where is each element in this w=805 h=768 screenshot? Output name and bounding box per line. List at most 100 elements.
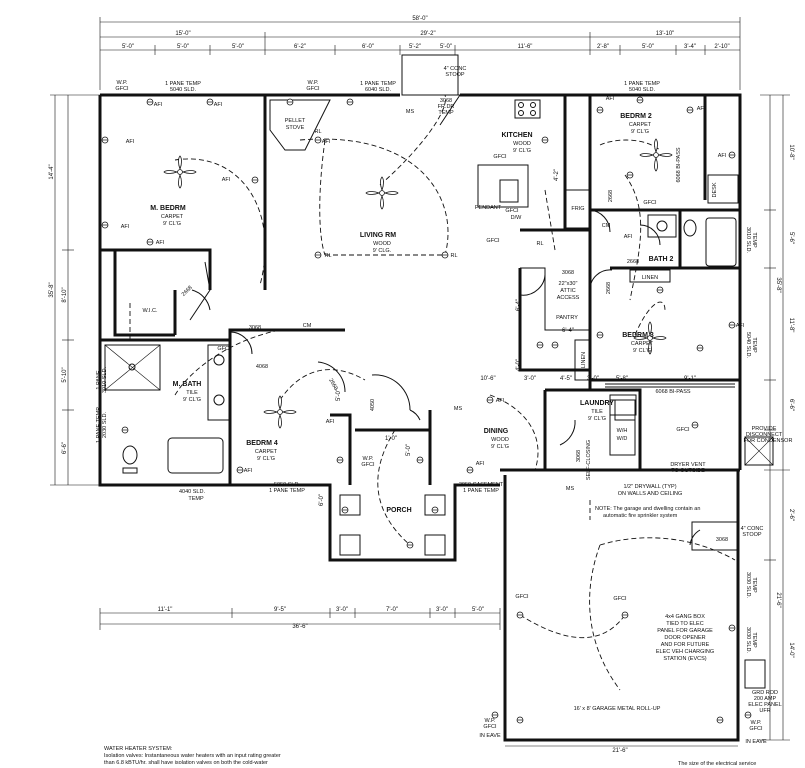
room-ceiling: 9' CL'G (491, 444, 509, 450)
evcs-note: ELEC VEH CHARGING (656, 649, 714, 655)
wp-gfci-eave-label: GFCI (483, 724, 497, 730)
window-label: 2030 SLD. (102, 412, 108, 438)
attic-access-label: ACCESS (557, 295, 580, 301)
dimension-label: 2'-8" (597, 44, 609, 50)
desk-label: DESK (712, 182, 718, 197)
room-bedrm-4: BEDRM 4 (246, 440, 278, 447)
stoop-label: STOOP (445, 72, 464, 78)
room-bedrm-3: BEDRM 3 (622, 332, 654, 339)
wp-gfci-eave-label: IN EAVE (479, 733, 501, 739)
cm-label: CM (602, 223, 611, 229)
stoop-label: STOOP (742, 532, 761, 538)
door-label: 2668 (181, 285, 194, 298)
bath2-vanity (647, 214, 677, 238)
window-label: TEMP (751, 632, 757, 648)
room-finish: TILE (186, 390, 198, 396)
door-label: 3068 (562, 270, 574, 276)
dimension-label: 11'-1" (158, 607, 173, 613)
window-label: 4040 SLD. (179, 489, 205, 495)
self-closing-label: SELF-CLOSING (586, 440, 592, 480)
interior-walls (100, 95, 740, 485)
gfci-label: GFCI (613, 596, 627, 602)
door-label: FR.DR (438, 104, 455, 110)
kitchen-island (477, 164, 529, 208)
disconnect-label: PROVIDE (752, 426, 777, 432)
dimension-label: 36'-6" (292, 624, 307, 630)
dimension-label: 13'-10" (656, 31, 675, 37)
room-ceiling: 9' CL'G (588, 416, 606, 422)
water-heater-label: W/H (617, 428, 628, 434)
room-wic: W.I.C. (143, 308, 158, 314)
range (514, 99, 541, 119)
dimension-label: 5'-8" (616, 376, 628, 382)
closet-walls (189, 94, 739, 456)
gfci-label: GFCI (217, 346, 231, 352)
pendant-label: PENDANT (475, 205, 502, 211)
window-label: 5040 SLD. (745, 332, 751, 358)
room-m-bedrm: M. BEDRM (150, 205, 186, 212)
afi-label: AFI (697, 106, 706, 112)
gfci-label: GFCI (515, 594, 529, 600)
window-label: 5040 SLD. (629, 87, 655, 93)
door-label: 2668 (606, 282, 612, 294)
wp-gfci-label: GFCI (361, 462, 375, 468)
room-pantry: PANTRY (556, 315, 578, 321)
window-label: TEMP (751, 577, 757, 593)
linen-label: LINEN (581, 352, 587, 368)
window-label: 1 PANE TEMP (96, 407, 102, 443)
afi-label: AFI (326, 419, 335, 425)
overall-width-dimension: 58'-0" (412, 16, 427, 22)
wp-gfci-label: W.P. (308, 80, 319, 86)
dimension-label: 5'-0" (122, 44, 134, 50)
wp-gfci-label: GFCI (115, 86, 129, 92)
frig-label: FRIG (571, 206, 584, 212)
condenser (744, 436, 774, 466)
garage-door-note: 16' x 8' GARAGE METAL ROLL-UP (574, 706, 661, 712)
dryer-vent-label: TO OUTSIDE (671, 468, 705, 474)
ms-label: MS (566, 486, 575, 492)
dimension-label: 14'-0" (788, 642, 794, 657)
window-label: 3030 SLD. (745, 572, 751, 598)
window-label: 1 PANE TEMP (165, 81, 201, 87)
window-label: 1 PANE TEMP (624, 81, 660, 87)
window-label: 1 PANE (96, 370, 102, 389)
dimension-label: 15'-0" (175, 31, 190, 37)
water-heater-note: Isolation valves: Instantaneous water he… (104, 753, 281, 759)
dimension-label: 9'-5" (274, 607, 286, 613)
electrical-service-note: The size of the electrical service (678, 761, 756, 767)
room-kitchen: KITCHEN (501, 132, 532, 139)
room-finish: WOOD (491, 437, 509, 443)
ceiling-fan-icon (639, 138, 673, 172)
dimension-label: 3'-4" (684, 44, 696, 50)
wp-gfci-eave-label: W.P. (751, 720, 762, 726)
gfci-label: GFCI (505, 208, 519, 214)
dimension-label: 35'-8" (775, 277, 781, 292)
ceiling-fan-icon (365, 176, 399, 210)
dimension-lines (50, 17, 790, 747)
rl-label: RL (450, 253, 457, 259)
dimension-label: 8'-10" (62, 287, 68, 302)
door-swings (191, 209, 701, 546)
dimension-label: 6'-6" (788, 399, 794, 411)
room-finish: CARPET (255, 449, 278, 455)
dimension-label: 2'-10" (714, 44, 729, 50)
drywall-note: 1/2" DRYWALL (TYP) (623, 484, 676, 490)
afi-label: AFI (126, 139, 135, 145)
dimension-label: 29'-2" (420, 31, 435, 37)
afi-label: AFI (244, 468, 253, 474)
wp-gfci-eave-label: GFCI (749, 726, 763, 732)
window-label: TEMP (188, 496, 204, 502)
bath2-tub (705, 217, 737, 267)
window-label: TEMP (751, 337, 757, 353)
dimension-label: 6'-2" (294, 44, 306, 50)
door-label: 3068 (249, 325, 261, 331)
ceiling-fan-icon (263, 395, 297, 429)
dimension-label: 3'-0" (436, 607, 448, 613)
elec-panel-label: GRD ROD (752, 690, 778, 696)
window-label: 3030 SLD. (745, 627, 751, 653)
rl-label: RL (536, 241, 543, 247)
dimension-label: 10'-8" (788, 144, 794, 159)
washer-dryer-label: W/D (617, 436, 628, 442)
sprinkler-note: NOTE: The garage and dwelling contain an (595, 506, 700, 512)
